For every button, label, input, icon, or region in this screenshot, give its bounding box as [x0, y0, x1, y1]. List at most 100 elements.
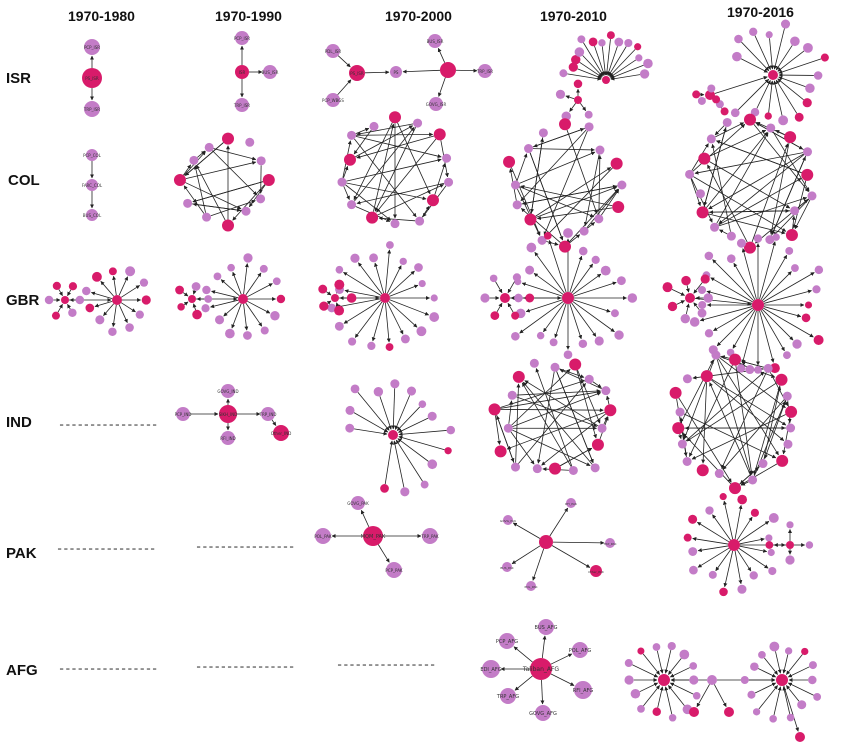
network-edge — [223, 302, 240, 317]
period-heading: 1970-1980 — [68, 8, 135, 24]
network-node — [478, 64, 492, 78]
network-edge — [373, 123, 395, 212]
network-node — [637, 704, 645, 713]
network-edge — [594, 45, 606, 76]
network-node — [512, 200, 522, 210]
network-node — [189, 155, 199, 165]
network-node — [327, 303, 337, 313]
network-edge — [714, 75, 768, 94]
network-node — [214, 315, 225, 325]
network-edge — [567, 73, 602, 81]
network-edge — [692, 537, 729, 545]
network-node — [667, 641, 676, 651]
country-label: AFG — [6, 662, 38, 679]
network-edge — [571, 263, 594, 294]
no-data-marker: ---------------- — [195, 660, 295, 674]
network-edge — [736, 549, 752, 572]
network-node — [350, 253, 360, 263]
network-edge — [247, 283, 273, 298]
network-edge — [712, 259, 755, 302]
network-node-dark — [719, 493, 727, 501]
network-node — [82, 286, 91, 296]
network-node — [752, 708, 761, 716]
network-node — [512, 273, 522, 282]
network-node — [722, 117, 732, 127]
network-node — [730, 108, 740, 118]
network-node — [614, 330, 624, 340]
network-edge — [94, 301, 113, 308]
network-node-dark — [705, 90, 715, 100]
network-node — [235, 31, 249, 45]
network-edge — [773, 80, 783, 116]
network-node-dark — [112, 295, 122, 305]
node-label: PCP_AFG — [496, 639, 518, 645]
network-edge — [778, 58, 822, 74]
network-edge — [759, 310, 775, 363]
network-edge — [353, 412, 389, 433]
network-node-dark — [776, 454, 789, 467]
no-data-marker: ---------------- — [336, 658, 436, 672]
network-node-dark — [610, 157, 623, 170]
network-node — [697, 285, 707, 295]
network-edge — [371, 302, 385, 342]
network-edge — [550, 673, 575, 686]
network-edge — [735, 365, 754, 475]
network-node-dark — [729, 353, 741, 366]
network-edge — [757, 668, 777, 678]
network-node — [566, 498, 576, 508]
network-edge — [760, 254, 788, 301]
network-node-dark — [802, 98, 812, 108]
network-edge — [243, 263, 249, 295]
network-node — [183, 198, 193, 208]
network-node — [584, 110, 593, 119]
no-data-marker: ---------------- — [58, 418, 158, 432]
network-node — [503, 423, 513, 433]
network-node — [597, 423, 607, 433]
network-node — [786, 713, 795, 722]
network-edge — [534, 252, 565, 294]
network-node — [429, 97, 443, 111]
network-node-dark — [744, 113, 756, 126]
network-edge — [711, 379, 785, 441]
network-edge — [773, 686, 782, 716]
network-node — [698, 300, 707, 310]
network-node — [617, 180, 627, 190]
network-node — [736, 238, 746, 248]
network-node-dark — [801, 647, 809, 656]
network-node-dark — [669, 386, 682, 399]
network-node — [790, 36, 800, 47]
network-edge — [716, 140, 802, 174]
network-node-dark — [192, 309, 202, 320]
network-node — [668, 714, 677, 722]
network-node — [574, 47, 585, 57]
country-label: COL — [8, 172, 40, 189]
network-edge — [601, 189, 620, 216]
network-edge — [606, 46, 618, 76]
network-node-dark — [512, 370, 525, 383]
network-edge — [713, 684, 727, 708]
network-node-dark — [606, 31, 615, 40]
country-label: GBR — [6, 292, 40, 309]
network-node — [677, 439, 687, 449]
network-node — [427, 459, 438, 470]
network-edge — [343, 186, 350, 200]
network-node — [685, 169, 695, 179]
network-node-dark — [764, 112, 772, 120]
network-edge — [560, 447, 593, 467]
network-node — [732, 51, 742, 62]
network-edge — [397, 122, 431, 195]
network-edge — [511, 545, 541, 565]
network-node-dark — [543, 232, 552, 240]
network-node — [221, 431, 235, 445]
network-edge — [732, 309, 756, 349]
network-node — [624, 38, 633, 48]
network-edge — [391, 388, 396, 430]
network-node-dark — [177, 303, 185, 311]
node-label: FARC_COL — [82, 183, 103, 188]
network-edge — [566, 129, 598, 215]
network-edge — [192, 203, 241, 212]
network-node — [710, 222, 720, 232]
network-node — [808, 675, 817, 685]
network-node — [480, 293, 490, 303]
network-node-dark — [729, 482, 741, 495]
